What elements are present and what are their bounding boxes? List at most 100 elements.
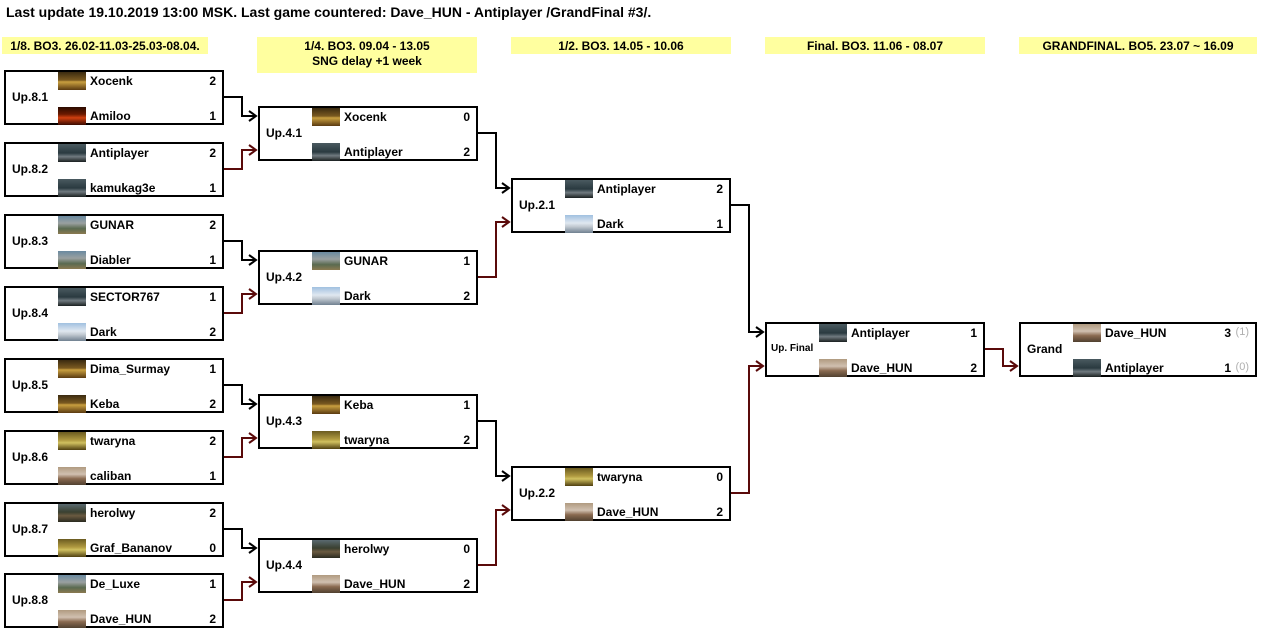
player-score: 2 [209,434,216,448]
player-name: herolwy [344,542,390,556]
castle-white-icon [58,323,86,341]
player-score: 1 [970,326,977,340]
player-row: Dave_HUN 2 [58,610,218,628]
match-label: Up.4.4 [266,558,303,572]
player-name: Antiplayer [90,146,149,160]
stronghold-icon [565,503,593,521]
player-name: Dave_HUN [344,577,406,591]
player-name: Dave_HUN [597,505,659,519]
connector-line [478,509,509,566]
player-name: SECTOR767 [90,290,160,304]
fortress-icon [312,540,340,558]
round-header-1: 1/8. BO3. 26.02-11.03-25.03-08.04. [2,37,208,54]
round-header-5: GRANDFINAL. BO5. 23.07 ~ 16.09 [1019,37,1257,54]
match-label: Up.2.2 [519,486,556,500]
necropolis-icon [565,180,593,198]
arrow-head [248,542,258,554]
necropolis-icon [312,143,340,161]
arrow-head [248,110,258,122]
stronghold-icon [819,359,847,377]
player-score: 0 [463,542,470,556]
castle-icon [312,396,340,414]
round-header-line1: 1/2. BO3. 14.05 - 10.06 [558,39,684,53]
player-score: 0 [209,541,216,555]
match-label: Up.4.1 [266,126,303,140]
rampart-icon [312,431,340,449]
arrow-head [501,470,511,482]
player-name: Keba [344,398,374,412]
player-score: 3 [1224,326,1231,340]
player-score: 2 [970,361,977,375]
arrow-head [248,288,258,300]
match-label: Up.8.2 [12,162,49,176]
player-name: caliban [90,469,132,483]
connector-line [224,96,256,117]
player-name: Antiplayer [344,145,403,159]
arrow-head [248,254,258,266]
connector-line [985,348,1017,367]
player-name: Dark [344,289,371,303]
player-name: Antiplayer [1105,361,1164,375]
match-label: Up. Final [771,343,814,354]
player-row: caliban 1 [58,467,218,485]
page-title: Last update 19.10.2019 13:00 MSK. Last g… [6,4,652,20]
castle-white-icon [565,215,593,233]
player-score: 2 [209,325,216,339]
player-score: 2 [209,612,216,626]
player-score: 1 [209,469,216,483]
player-score: 1 [716,217,723,231]
round-header-3: 1/2. BO3. 14.05 - 10.06 [511,37,731,54]
inferno-icon [58,107,86,125]
player-name: Dave_HUN [90,612,152,626]
match-label: Up.8.3 [12,234,49,248]
player-name: De_Luxe [90,577,141,591]
series-score: (1) [1235,326,1249,338]
castle-icon [312,108,340,126]
arrow-head [501,216,511,228]
player-score: 2 [463,433,470,447]
round-header-line1: 1/4. BO3. 09.04 - 13.05 [304,39,430,53]
player-name: Diabler [90,253,131,267]
connector-line [478,132,509,189]
player-score: 1 [1224,361,1231,375]
arrow-head [248,398,258,410]
tower-icon [58,216,86,234]
match-label: Up.8.7 [12,522,49,536]
connector-line [224,240,256,261]
player-name: twaryna [597,470,643,484]
player-name: herolwy [90,506,136,520]
player-score: 1 [209,290,216,304]
player-name: GUNAR [90,218,134,232]
castle-icon [58,395,86,413]
tower-icon [58,575,86,593]
